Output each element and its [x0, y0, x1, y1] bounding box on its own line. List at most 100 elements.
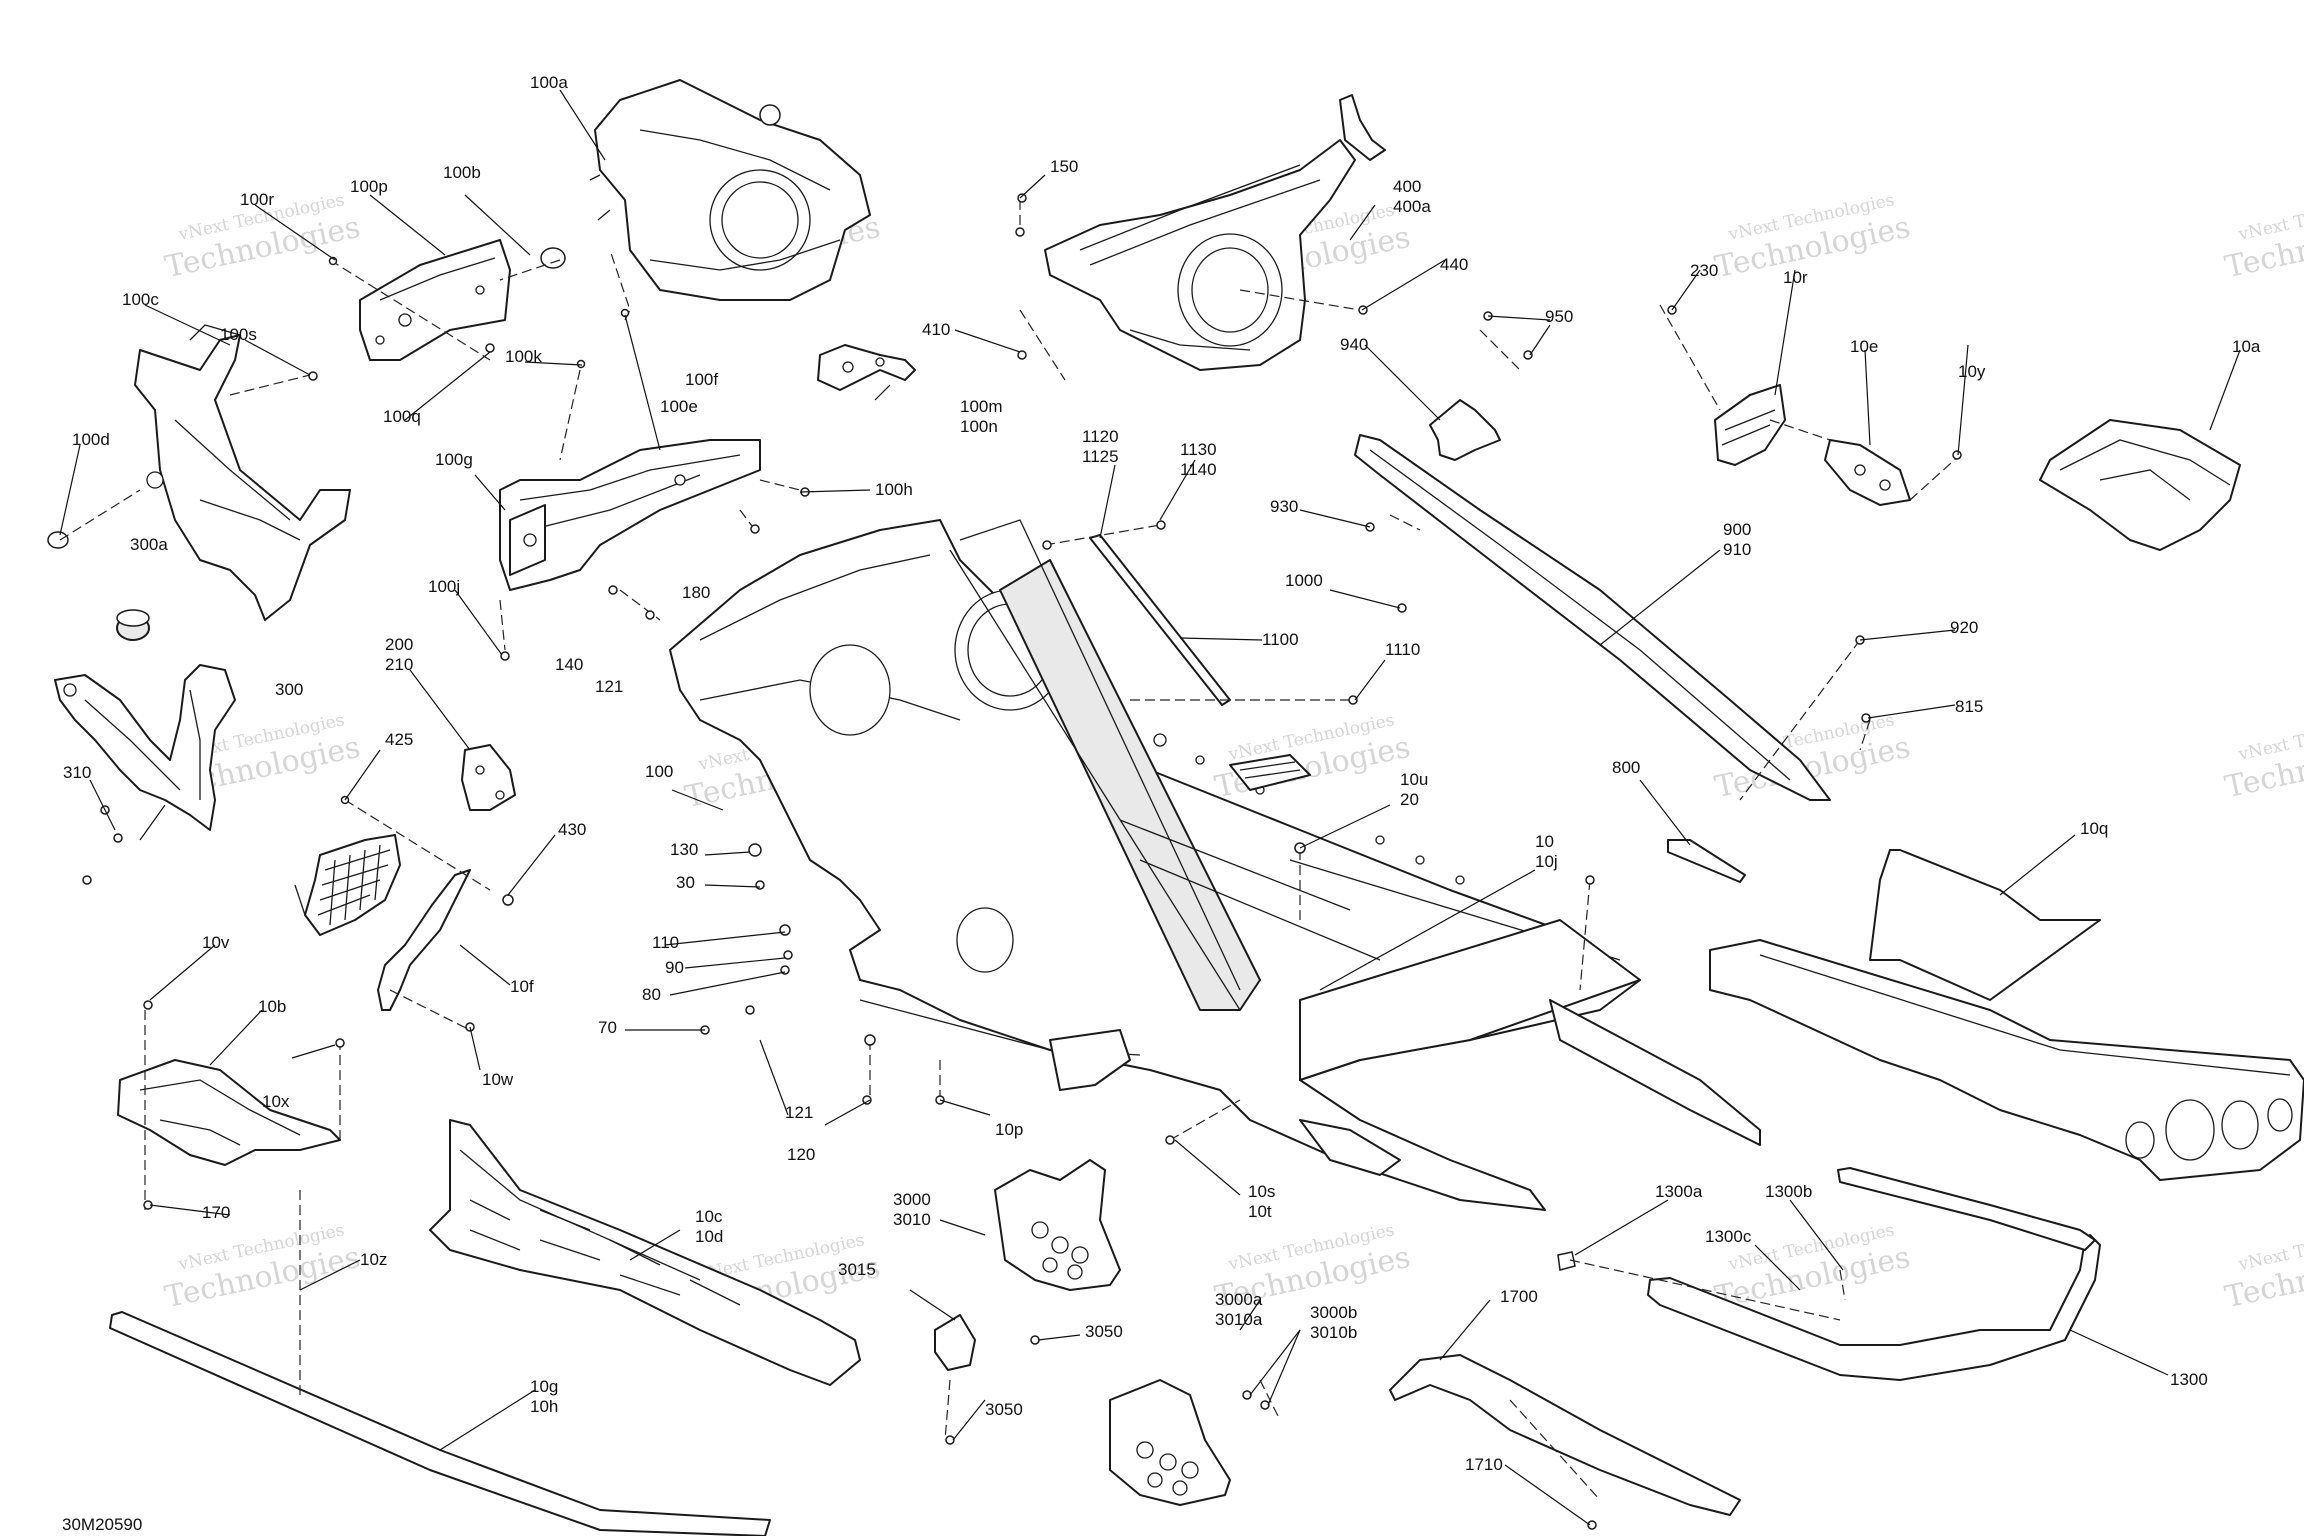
callout-10s: 10s	[1248, 1182, 1275, 1201]
part-bracket-10a	[2039, 419, 2241, 551]
callout-400a: 400a	[1393, 197, 1431, 216]
callout-1000: 1000	[1285, 571, 1323, 590]
callout-100k: 100k	[505, 347, 542, 366]
callout-150: 150	[1050, 157, 1078, 176]
callout-110: 110	[652, 933, 679, 952]
callout-20: 20	[1400, 790, 1419, 809]
callout-10z: 10z	[360, 1250, 387, 1269]
callout-3000b: 3000b	[1310, 1303, 1357, 1322]
nut	[755, 880, 765, 890]
nut	[1015, 227, 1025, 237]
callout-10g: 10g	[530, 1377, 558, 1396]
callout-140: 140	[555, 655, 583, 674]
callout-3010a: 3010a	[1215, 1310, 1263, 1329]
part-grommet-100b	[540, 247, 566, 269]
nut	[485, 343, 495, 353]
callout-3000: 3000	[893, 1190, 931, 1209]
part-plate-10u	[1229, 754, 1311, 791]
callout-180: 180	[682, 583, 710, 602]
callout-10x: 10x	[262, 1092, 290, 1111]
bolt	[1017, 193, 1027, 203]
callout-100n: 100n	[960, 417, 998, 436]
leader-lines	[59, 89, 2241, 1526]
nut	[750, 524, 760, 534]
callout-100b: 100b	[443, 163, 481, 182]
callout-3050-lower: 3050	[985, 1400, 1023, 1419]
callout-10e: 10e	[1850, 337, 1878, 356]
callout-3010: 3010	[893, 1210, 931, 1229]
nut	[748, 843, 762, 857]
bolt	[576, 359, 586, 369]
callout-10f: 10f	[510, 977, 534, 996]
callout-100h: 100h	[875, 480, 913, 499]
bolt	[1042, 540, 1052, 550]
part-bracket-10e	[1824, 439, 1911, 506]
callout-100r: 100r	[240, 190, 274, 209]
callout-10v: 10v	[202, 933, 230, 952]
callout-100a: 100a	[530, 73, 568, 92]
bolt	[1030, 1335, 1040, 1345]
part-rail-1700	[1389, 1354, 1741, 1516]
callout-440: 440	[1440, 255, 1468, 274]
part-main-chassis-10	[669, 519, 1761, 1211]
callout-10h: 10h	[530, 1397, 558, 1416]
callout-100q: 100q	[383, 407, 421, 426]
nut	[864, 1034, 876, 1046]
bolt	[1523, 350, 1533, 360]
screw	[143, 1000, 153, 1010]
bolt	[1585, 875, 1595, 885]
callout-10y: 10y	[1958, 362, 1986, 381]
parts	[47, 79, 2304, 1536]
callout-410: 410	[922, 320, 950, 339]
callout-1130: 1130	[1180, 440, 1217, 459]
nut	[1348, 695, 1358, 705]
callout-10j: 10j	[1535, 852, 1558, 871]
callout-920: 920	[1950, 618, 1978, 637]
part-rod-1100	[1089, 534, 1231, 706]
part-footrest-3000a	[1109, 1379, 1231, 1506]
callout-1120: 1120	[1082, 427, 1119, 446]
bolt	[1952, 450, 1962, 460]
part-cap-100d	[47, 531, 69, 549]
callout-1110: 1110	[1385, 640, 1420, 659]
callout-30: 30	[676, 873, 695, 892]
callout-200: 200	[385, 635, 413, 654]
callout-100f: 100f	[685, 370, 718, 389]
callout-100s: 100s	[220, 325, 257, 344]
callout-1300b: 1300b	[1765, 1182, 1812, 1201]
callout-910: 910	[1723, 540, 1751, 559]
part-pan-10c	[429, 1119, 861, 1386]
part-rear-upper-frame	[1044, 94, 1386, 371]
callout-930: 930	[1270, 497, 1298, 516]
screw	[308, 371, 318, 381]
callout-100j: 100j	[428, 577, 460, 596]
part-bracket-940	[1429, 399, 1501, 461]
callout-300: 300	[275, 680, 303, 699]
part-footrest-3000	[994, 1159, 1121, 1291]
callout-10u: 10u	[1400, 770, 1428, 789]
callout-121-top: 121	[595, 677, 623, 696]
callout-1300a: 1300a	[1655, 1182, 1703, 1201]
callout-10r: 10r	[1783, 268, 1808, 287]
bolt	[608, 585, 618, 595]
screw	[862, 1095, 872, 1105]
callout-3010b: 3010b	[1310, 1323, 1357, 1342]
callout-300a: 300a	[130, 535, 168, 554]
callout-100d: 100d	[72, 430, 110, 449]
nut	[779, 924, 791, 936]
callout-1125: 1125	[1082, 447, 1119, 466]
callout-10p: 10p	[995, 1120, 1023, 1139]
bolt	[945, 1435, 955, 1445]
bolt	[645, 610, 655, 620]
part-strip-10g	[109, 1311, 771, 1536]
part-rail-900	[1354, 434, 1831, 801]
callout-1700: 1700	[1500, 1287, 1538, 1306]
callout-70: 70	[598, 1018, 617, 1037]
callout-10d: 10d	[695, 1227, 723, 1246]
